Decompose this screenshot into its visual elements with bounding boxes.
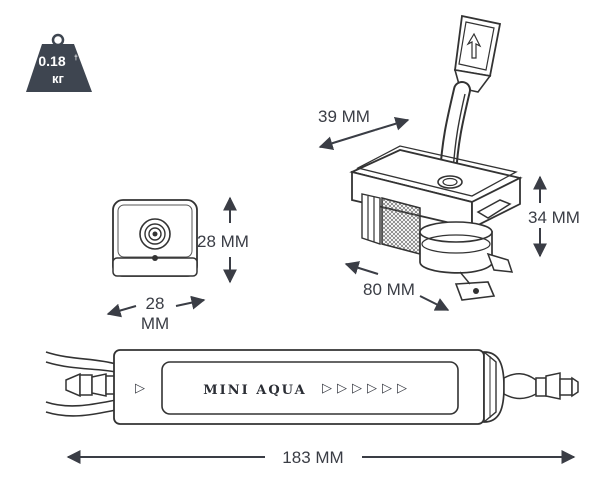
front-width-arrow-right — [175, 295, 206, 310]
top-length-label: 80 MM — [363, 280, 415, 299]
top-height-label: 34 MM — [528, 208, 580, 227]
weight-badge: 0.18 † кг — [26, 33, 92, 92]
top-width-arrow-left — [318, 129, 376, 150]
front-width-arrow-left — [106, 303, 137, 318]
flow-arrow-row: ▷ ▷ ▷ ▷ ▷ ▷ — [322, 380, 407, 395]
flow-arrow-icon: ▷ — [397, 380, 407, 395]
brand-label: MINI AQUA — [203, 383, 306, 398]
flow-arrow-icon: ▷ — [352, 380, 362, 395]
top-length-arrow-left — [344, 261, 379, 275]
flow-arrow-icon: ▷ — [382, 380, 392, 395]
front-width-label-line1: 28 — [146, 294, 165, 313]
front-height-label: 28 MM — [197, 232, 249, 251]
flow-arrow-icon: ▷ — [367, 380, 377, 395]
weight-value: 0.18 — [38, 53, 65, 69]
flow-arrow-icon: ▷ — [135, 380, 145, 395]
flow-arrow-icon: ▷ — [322, 380, 332, 395]
long-view-pump: ▷ MINI AQUA ▷ ▷ ▷ ▷ ▷ ▷ — [45, 349, 579, 425]
overall-length-label: 183 MM — [282, 448, 343, 467]
top-width-label: 39 MM — [318, 107, 370, 126]
weight-footnote-mark: † — [74, 55, 78, 62]
weight-icon — [26, 44, 92, 92]
weight-unit: кг — [52, 71, 65, 86]
up-arrow-icon — [466, 32, 482, 59]
front-view-pump — [112, 199, 198, 277]
weight-hook-icon — [51, 33, 65, 47]
flow-arrow-icon: ▷ — [337, 380, 347, 395]
top-length-arrow-right — [419, 295, 450, 311]
isometric-pump — [349, 14, 523, 301]
front-width-label-line2: MM — [141, 314, 169, 333]
top-width-arrow-right — [374, 116, 410, 131]
